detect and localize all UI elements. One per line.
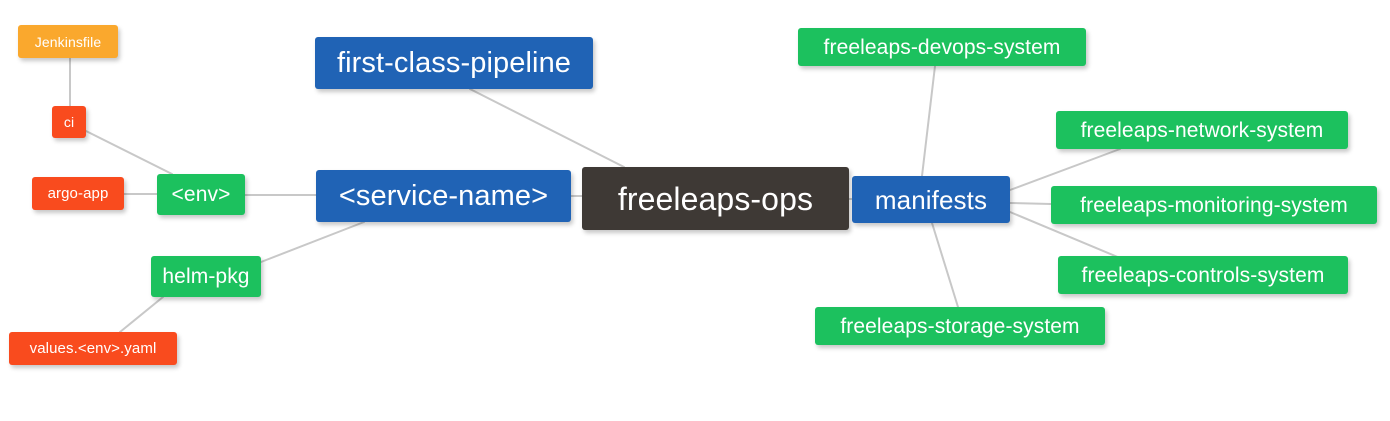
edge-manifests-to-freeleaps-devops-system <box>921 65 936 177</box>
node-freeleaps-network-system[interactable]: freeleaps-network-system <box>1056 111 1348 149</box>
node-label-service-name: <service-name> <box>338 179 549 212</box>
node-label-manifests: manifests <box>874 184 988 215</box>
node-argo-app[interactable]: argo-app <box>32 177 124 210</box>
node-label-jenkinsfile: Jenkinsfile <box>34 33 102 50</box>
edge-first-class-pipeline-to-freeleaps-ops <box>469 88 625 168</box>
node-helm-pkg[interactable]: helm-pkg <box>151 256 261 297</box>
edge-manifests-to-freeleaps-monitoring-system <box>1009 202 1052 205</box>
node-label-values-yaml: values.<env>.yaml <box>29 340 157 357</box>
node-label-freeleaps-devops-system: freeleaps-devops-system <box>823 35 1061 59</box>
node-env[interactable]: <env> <box>157 174 245 215</box>
node-label-freeleaps-network-system: freeleaps-network-system <box>1080 118 1324 142</box>
node-jenkinsfile[interactable]: Jenkinsfile <box>18 25 118 58</box>
node-freeleaps-controls-system[interactable]: freeleaps-controls-system <box>1058 256 1348 294</box>
edge-manifests-to-freeleaps-storage-system <box>931 222 959 308</box>
node-label-ci: ci <box>63 114 75 130</box>
edge-service-name-to-helm-pkg <box>260 221 365 263</box>
edge-manifests-to-freeleaps-network-system <box>1009 148 1121 191</box>
node-label-freeleaps-controls-system: freeleaps-controls-system <box>1081 263 1325 287</box>
node-values-yaml[interactable]: values.<env>.yaml <box>9 332 177 365</box>
node-label-argo-app: argo-app <box>47 185 109 202</box>
node-label-env: <env> <box>171 183 231 206</box>
node-freeleaps-ops[interactable]: freeleaps-ops <box>582 167 849 230</box>
edge-helm-pkg-to-values-yaml <box>119 296 164 333</box>
node-service-name[interactable]: <service-name> <box>316 170 571 222</box>
edge-ci-to-env <box>85 130 173 175</box>
node-label-helm-pkg: helm-pkg <box>162 265 250 288</box>
node-label-freeleaps-ops: freeleaps-ops <box>617 180 814 217</box>
node-freeleaps-storage-system[interactable]: freeleaps-storage-system <box>815 307 1105 345</box>
node-freeleaps-devops-system[interactable]: freeleaps-devops-system <box>798 28 1086 66</box>
node-label-freeleaps-storage-system: freeleaps-storage-system <box>840 314 1080 338</box>
node-first-class-pipeline[interactable]: first-class-pipeline <box>315 37 593 89</box>
node-label-first-class-pipeline: first-class-pipeline <box>336 46 572 79</box>
node-label-freeleaps-monitoring-system: freeleaps-monitoring-system <box>1080 193 1348 217</box>
node-freeleaps-monitoring-system[interactable]: freeleaps-monitoring-system <box>1051 186 1377 224</box>
node-ci[interactable]: ci <box>52 106 86 138</box>
node-manifests[interactable]: manifests <box>852 176 1010 223</box>
